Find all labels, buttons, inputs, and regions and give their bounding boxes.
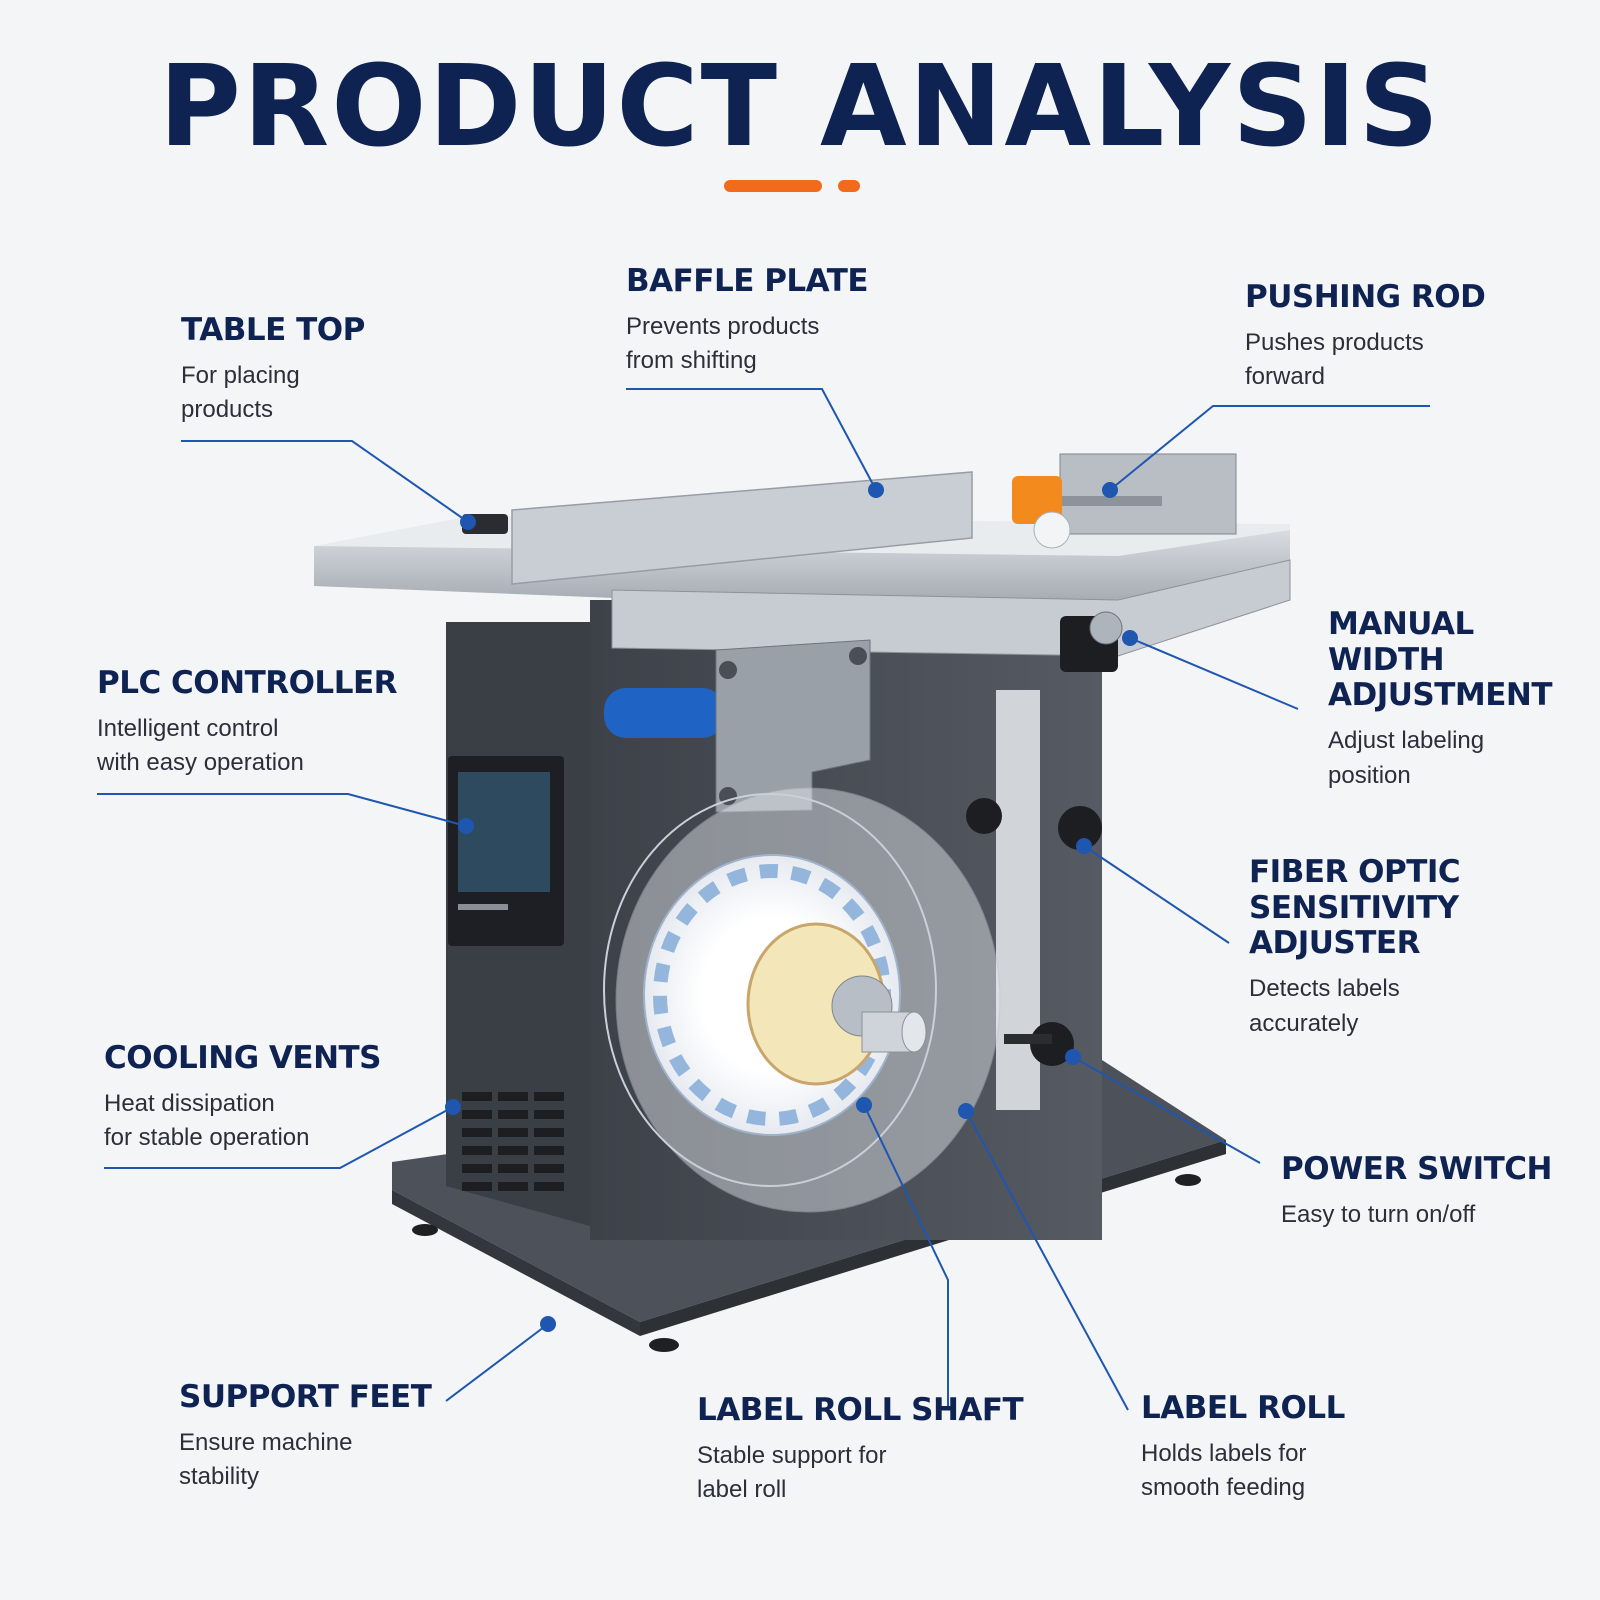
marker-cooling-vents [445, 1099, 461, 1115]
callout-title: TABLE TOP [181, 312, 365, 348]
marker-table-top [460, 514, 476, 530]
baffle-plate [462, 471, 973, 585]
leader-fiber-optic [1083, 845, 1230, 944]
manual-width-adjustment [1060, 611, 1123, 672]
callout-desc: Stable support for label roll [697, 1441, 887, 1504]
callout-title: LABEL ROLL [1141, 1390, 1345, 1426]
marker-fiber-optic [1076, 838, 1092, 854]
callout-cooling-vents: COOLING VENTS Heat dissipation for stabl… [104, 1040, 382, 1156]
leader-plc-controller [97, 793, 467, 827]
marker-label-roll-shaft [856, 1097, 872, 1113]
mounting-bracket [604, 639, 871, 813]
marker-support-feet [540, 1316, 556, 1332]
leader-pushing-rod [1109, 405, 1430, 491]
callout-desc: Adjust labeling position [1328, 726, 1485, 789]
title-accent-short [838, 180, 860, 192]
label-roll-shaft [831, 975, 927, 1053]
support-feet [412, 1174, 1201, 1352]
title-accent-long [724, 180, 822, 192]
callout-desc: Pushes products forward [1245, 328, 1424, 391]
callout-desc: Prevents products from shifting [626, 312, 820, 375]
callout-pushing-rod: PUSHING ROD Pushes products forward [1245, 279, 1486, 395]
leader-label-roll [965, 1110, 1129, 1411]
callout-title: PUSHING ROD [1245, 279, 1486, 315]
marker-plc-controller [458, 818, 474, 834]
callout-table-top: TABLE TOP For placing products [181, 312, 365, 428]
callout-title: LABEL ROLL SHAFT [697, 1392, 1024, 1428]
label-roll [603, 787, 1001, 1213]
callout-power-switch: POWER SWITCH Easy to turn on/off [1281, 1151, 1553, 1232]
callout-title: SUPPORT FEET [179, 1379, 432, 1415]
leader-baffle-plate [626, 388, 877, 491]
callout-label-roll: LABEL ROLL Holds labels for smooth feedi… [1141, 1390, 1345, 1506]
marker-manual-width [1122, 630, 1138, 646]
callout-label-roll-shaft: LABEL ROLL SHAFT Stable support for labe… [697, 1392, 1024, 1508]
pushing-rod [1012, 453, 1237, 549]
callout-title: FIBER OPTIC SENSITIVITY ADJUSTER [1249, 854, 1461, 962]
callout-desc: Detects labels accurately [1249, 974, 1400, 1037]
callout-title: BAFFLE PLATE [626, 263, 869, 299]
leader-table-top [181, 440, 469, 523]
callout-title: PLC CONTROLLER [97, 665, 398, 701]
cooling-vents [462, 1092, 564, 1191]
callout-title: MANUAL WIDTH ADJUSTMENT [1328, 606, 1553, 714]
callout-support-feet: SUPPORT FEET Ensure machine stability [179, 1379, 432, 1495]
page-title: PRODUCT ANALYSIS [158, 42, 1442, 172]
callout-plc-controller: PLC CONTROLLER Intelligent control with … [97, 665, 398, 781]
callout-fiber-optic-sensitivity-adjuster: FIBER OPTIC SENSITIVITY ADJUSTER Detects… [1249, 854, 1600, 1042]
fiber-optic-sensitivity-adjuster [966, 798, 1102, 850]
callout-desc: Ensure machine stability [179, 1428, 353, 1491]
callout-desc: For placing products [181, 361, 300, 424]
leader-power-switch [1072, 1056, 1261, 1164]
power-switch [1004, 1022, 1074, 1066]
callout-baffle-plate: BAFFLE PLATE Prevents products from shif… [626, 263, 869, 379]
plc-controller [448, 756, 564, 946]
callout-manual-width-adjustment: MANUAL WIDTH ADJUSTMENT Adjust labeling … [1328, 606, 1600, 794]
marker-baffle-plate [868, 482, 884, 498]
callout-title: COOLING VENTS [104, 1040, 382, 1076]
leader-label-roll-shaft [863, 1104, 949, 1410]
callout-title: POWER SWITCH [1281, 1151, 1553, 1187]
callout-desc: Intelligent control with easy operation [97, 714, 304, 777]
leader-cooling-vents [104, 1106, 454, 1169]
callout-desc: Holds labels for smooth feeding [1141, 1439, 1307, 1502]
leader-manual-width [1129, 637, 1299, 710]
callout-desc: Heat dissipation for stable operation [104, 1089, 310, 1152]
marker-label-roll [958, 1103, 974, 1119]
marker-power-switch [1065, 1049, 1081, 1065]
callout-desc: Easy to turn on/off [1281, 1200, 1476, 1228]
marker-pushing-rod [1102, 482, 1118, 498]
leader-support-feet [445, 1323, 549, 1402]
